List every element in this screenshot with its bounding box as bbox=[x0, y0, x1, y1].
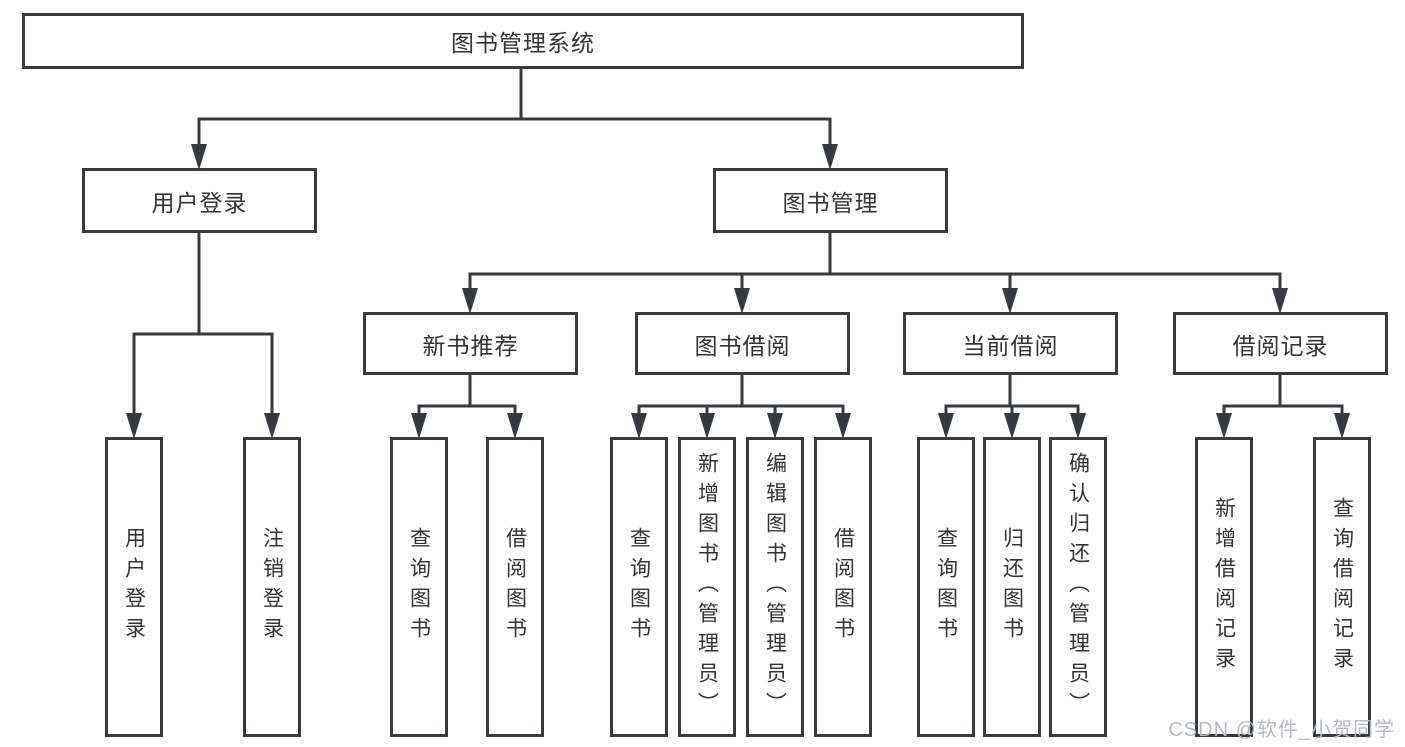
node-label: 编辑图书（管理员） bbox=[763, 452, 787, 722]
node-borrow-records: 借阅记录 bbox=[1173, 312, 1388, 375]
leaf-borrow-books-recommend: 借阅图书 bbox=[486, 437, 544, 737]
node-user-login-branch: 用户登录 bbox=[82, 168, 317, 233]
node-current-borrow: 当前借阅 bbox=[903, 312, 1118, 375]
node-label: 查询借阅记录 bbox=[1330, 497, 1354, 677]
node-label: 查询图书 bbox=[407, 527, 431, 647]
leaf-query-books-recommend: 查询图书 bbox=[390, 437, 448, 737]
leaf-add-borrow-record: 新增借阅记录 bbox=[1195, 437, 1253, 737]
node-label: 用户登录 bbox=[151, 189, 248, 216]
leaf-user-login: 用户登录 bbox=[105, 437, 163, 737]
node-root-system: 图书管理系统 bbox=[22, 13, 1024, 69]
node-new-book-recommend: 新书推荐 bbox=[363, 312, 578, 375]
node-label: 查询图书 bbox=[934, 527, 958, 647]
leaf-query-books-current: 查询图书 bbox=[917, 437, 975, 737]
node-label: 借阅记录 bbox=[1232, 332, 1329, 359]
node-label: 图书借阅 bbox=[694, 332, 791, 359]
leaf-logout: 注销登录 bbox=[243, 437, 301, 737]
node-label: 图书管理系统 bbox=[451, 30, 595, 56]
node-book-borrow: 图书借阅 bbox=[635, 312, 850, 375]
leaf-return-books: 归还图书 bbox=[983, 437, 1041, 737]
leaf-query-books-borrow: 查询图书 bbox=[610, 437, 668, 737]
node-label: 借阅图书 bbox=[503, 527, 527, 647]
node-book-management-branch: 图书管理 bbox=[713, 168, 948, 233]
leaf-add-books-admin: 新增图书（管理员） bbox=[678, 437, 736, 737]
node-label: 新增图书（管理员） bbox=[695, 452, 719, 722]
node-label: 新书推荐 bbox=[422, 332, 519, 359]
node-label: 图书管理 bbox=[782, 189, 879, 216]
node-label: 新增借阅记录 bbox=[1212, 497, 1236, 677]
node-label: 确认归还（管理员） bbox=[1066, 452, 1090, 722]
node-label: 查询图书 bbox=[627, 527, 651, 647]
node-label: 用户登录 bbox=[122, 527, 146, 647]
leaf-confirm-return-admin: 确认归还（管理员） bbox=[1049, 437, 1107, 737]
leaf-edit-books-admin: 编辑图书（管理员） bbox=[746, 437, 804, 737]
node-label: 注销登录 bbox=[260, 527, 284, 647]
leaf-borrow-books: 借阅图书 bbox=[814, 437, 872, 737]
node-label: 当前借阅 bbox=[962, 332, 1059, 359]
csdn-watermark: CSDN @软件_小贺同学 bbox=[1168, 719, 1395, 741]
node-label: 归还图书 bbox=[1000, 527, 1024, 647]
leaf-query-borrow-record: 查询借阅记录 bbox=[1313, 437, 1371, 737]
node-label: 借阅图书 bbox=[831, 527, 855, 647]
